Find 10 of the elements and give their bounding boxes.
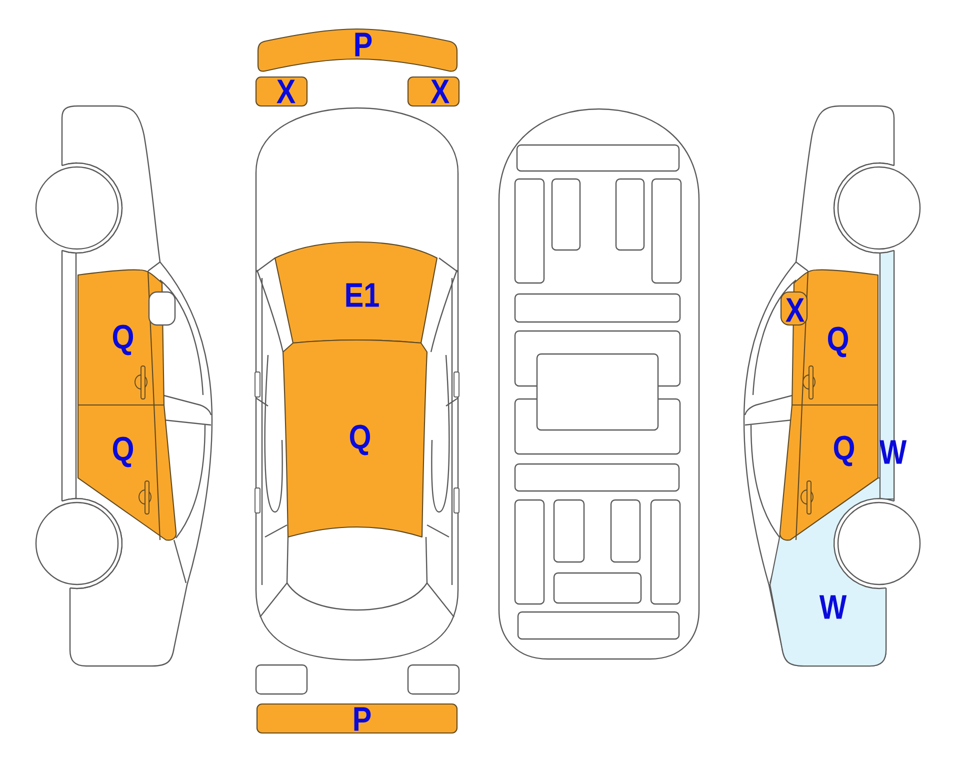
lamp-box xyxy=(407,664,460,695)
bumper-panel: P xyxy=(256,703,458,734)
lamp-panel: X xyxy=(407,76,460,107)
mirror-panel: X xyxy=(780,291,808,326)
lamp-panel: X xyxy=(255,76,308,107)
lamp-box xyxy=(255,664,308,695)
door-panel: Q xyxy=(77,404,177,541)
door-panel: Q xyxy=(779,404,879,541)
bumper-panel: P xyxy=(257,28,458,72)
door-panel: Q xyxy=(77,269,165,406)
